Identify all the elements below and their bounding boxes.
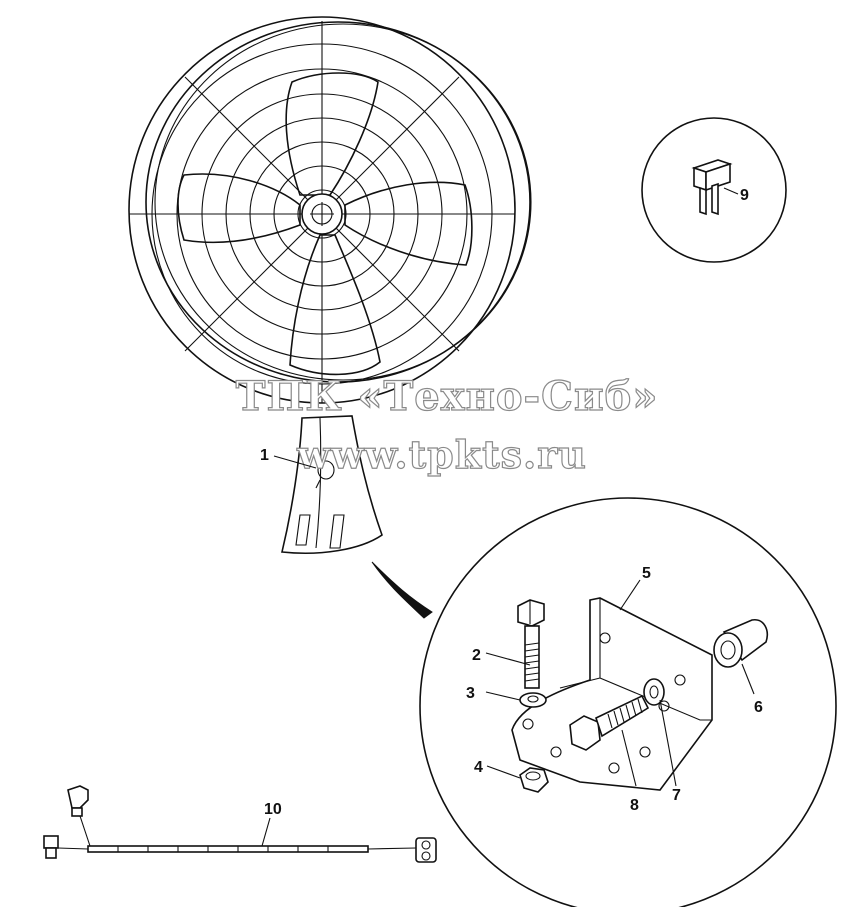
callout-3: 3 xyxy=(466,685,475,702)
inset-bracket-detail xyxy=(371,497,837,907)
callout-8: 8 xyxy=(630,797,639,814)
fan-assembly xyxy=(128,16,532,554)
cable-assembly xyxy=(43,785,437,863)
callout-10: 10 xyxy=(264,801,282,818)
leader-lines xyxy=(485,579,755,787)
callout-7: 7 xyxy=(672,787,681,804)
callout-6: 6 xyxy=(754,699,763,716)
mounting-bracket xyxy=(511,597,713,791)
watermark: ТПК «Техно-Сиб» www.tpkts.ru xyxy=(235,372,659,477)
watermark-url: www.tpkts.ru xyxy=(296,432,587,477)
washer-7 xyxy=(643,678,665,706)
fan-stand xyxy=(281,415,383,554)
callout-labels: 1 2 3 4 5 6 7 8 9 10 xyxy=(260,187,763,818)
inset-terminal xyxy=(641,117,787,263)
fan-blades xyxy=(177,72,473,376)
washer-3 xyxy=(519,692,547,708)
callout-9: 9 xyxy=(740,187,749,204)
terminal-part xyxy=(691,159,733,216)
bolt-horizontal xyxy=(569,694,650,751)
callout-4: 4 xyxy=(474,759,483,776)
sleeve-6 xyxy=(713,619,768,668)
callout-5: 5 xyxy=(642,565,651,582)
bolt-vertical xyxy=(517,599,545,689)
callout-1: 1 xyxy=(260,447,269,464)
watermark-company: ТПК «Техно-Сиб» xyxy=(236,373,659,420)
nut-4 xyxy=(519,767,549,793)
callout-2: 2 xyxy=(472,647,481,664)
